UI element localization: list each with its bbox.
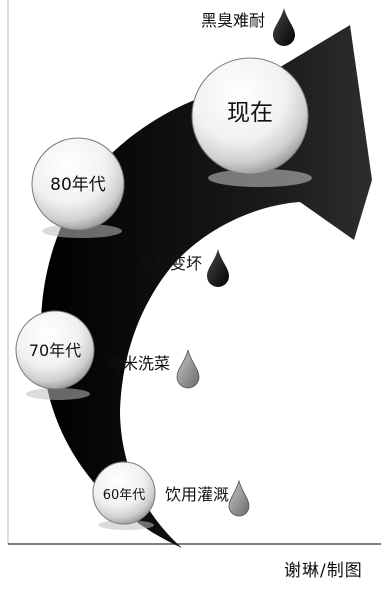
desc-label-80s: 水质变坏 (138, 254, 202, 273)
water-drop-icon (228, 479, 250, 517)
sphere-60s (92, 461, 156, 530)
desc-label-now: 黑臭难耐 (201, 11, 265, 30)
era-label-60s: 60年代 (103, 488, 146, 503)
sphere-70s (15, 310, 95, 400)
sphere-now (191, 57, 312, 187)
era-label-now: 现在 (227, 100, 273, 126)
desc-label-60s: 饮用灌溉 (165, 485, 229, 504)
sphere-80s (31, 137, 125, 238)
water-drop-icon (273, 8, 295, 46)
image-credit: 谢琳/制图 (284, 561, 363, 581)
water-drop-icon (207, 249, 229, 287)
era-label-70s: 70年代 (29, 341, 81, 360)
water-drop-icon (176, 349, 200, 389)
desc-label-70s: 淘米洗菜 (106, 354, 170, 373)
era-label-80s: 80年代 (50, 175, 106, 195)
